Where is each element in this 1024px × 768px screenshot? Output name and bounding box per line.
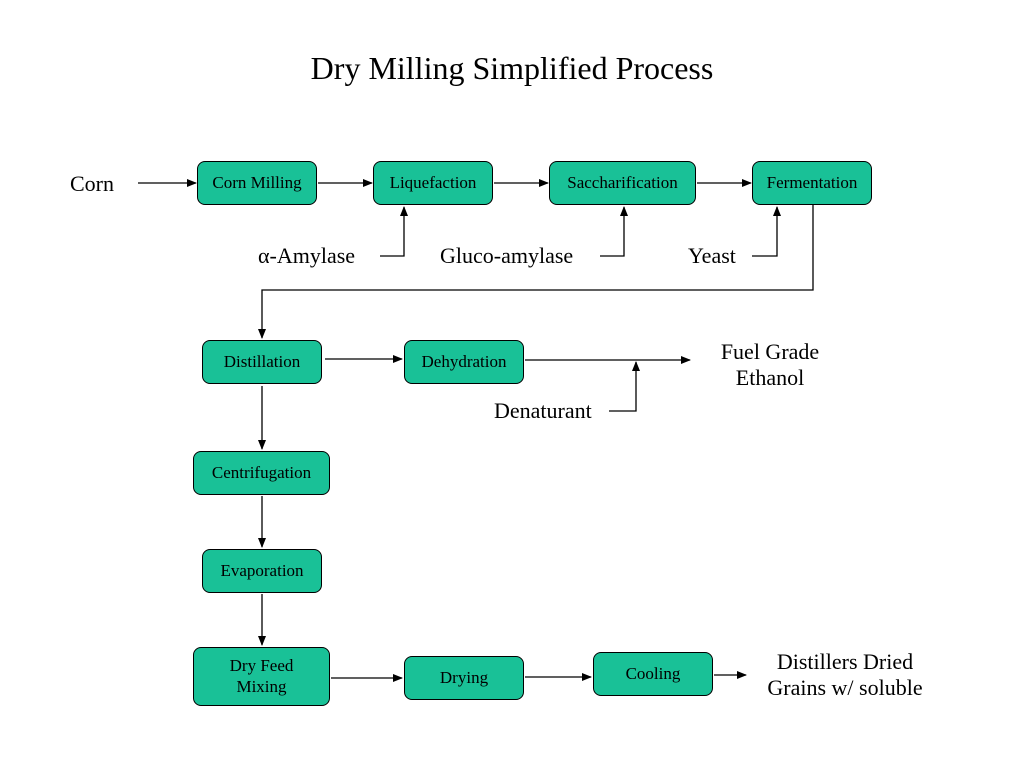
node-fermentation: Fermentation xyxy=(752,161,872,205)
input-alpha-amylase: α-Amylase xyxy=(258,243,356,268)
node-distillation-label: Distillation xyxy=(223,351,301,371)
input-corn: Corn xyxy=(70,171,114,196)
node-liquefaction-label: Liquefaction xyxy=(389,172,477,192)
node-corn-milling: Corn Milling xyxy=(197,161,317,205)
node-dry-feed-mixing-label-line2: Mixing xyxy=(236,676,287,696)
edge-gluco-to-saccharification xyxy=(600,206,628,257)
node-cooling-label: Cooling xyxy=(625,663,681,683)
input-gluco-amylase: Gluco-amylase xyxy=(440,243,574,268)
node-dry-feed-mixing: Dry Feed Mixing xyxy=(193,647,330,706)
output-fuel-grade-ethanol-line2: Ethanol xyxy=(735,365,805,391)
edge-denaturant-to-ethanol-line xyxy=(609,361,640,412)
node-drying-label: Drying xyxy=(439,667,489,687)
node-centrifugation: Centrifugation xyxy=(193,451,330,495)
node-corn-milling-label: Corn Milling xyxy=(212,172,302,192)
diagram-title: Dry Milling Simplified Process xyxy=(310,50,714,86)
node-saccharification-label: Saccharification xyxy=(567,172,678,192)
node-evaporation-label: Evaporation xyxy=(220,560,304,580)
node-dry-feed-mixing-label-line1: Dry Feed xyxy=(229,656,294,676)
output-ddgs: Distillers Dried Grains w/ soluble xyxy=(745,649,945,702)
node-cooling: Cooling xyxy=(593,652,713,696)
node-fermentation-label: Fermentation xyxy=(766,172,858,192)
node-liquefaction: Liquefaction xyxy=(373,161,493,205)
node-dehydration: Dehydration xyxy=(404,340,524,384)
output-ddgs-line2: Grains w/ soluble xyxy=(767,675,923,701)
output-fuel-grade-ethanol-line1: Fuel Grade xyxy=(720,339,820,364)
node-distillation: Distillation xyxy=(202,340,322,384)
input-denaturant: Denaturant xyxy=(494,398,592,423)
node-drying: Drying xyxy=(404,656,524,700)
node-centrifugation-label: Centrifugation xyxy=(211,462,312,482)
edge-fermentation-to-distillation xyxy=(258,205,814,339)
node-evaporation: Evaporation xyxy=(202,549,322,593)
edge-yeast-to-fermentation xyxy=(752,206,781,257)
edge-amylase-to-liquefaction xyxy=(380,206,408,257)
input-yeast: Yeast xyxy=(688,243,736,268)
output-ddgs-line1: Distillers Dried xyxy=(776,649,914,674)
output-fuel-grade-ethanol: Fuel Grade Ethanol xyxy=(690,339,850,392)
node-saccharification: Saccharification xyxy=(549,161,696,205)
node-dehydration-label: Dehydration xyxy=(421,351,507,371)
